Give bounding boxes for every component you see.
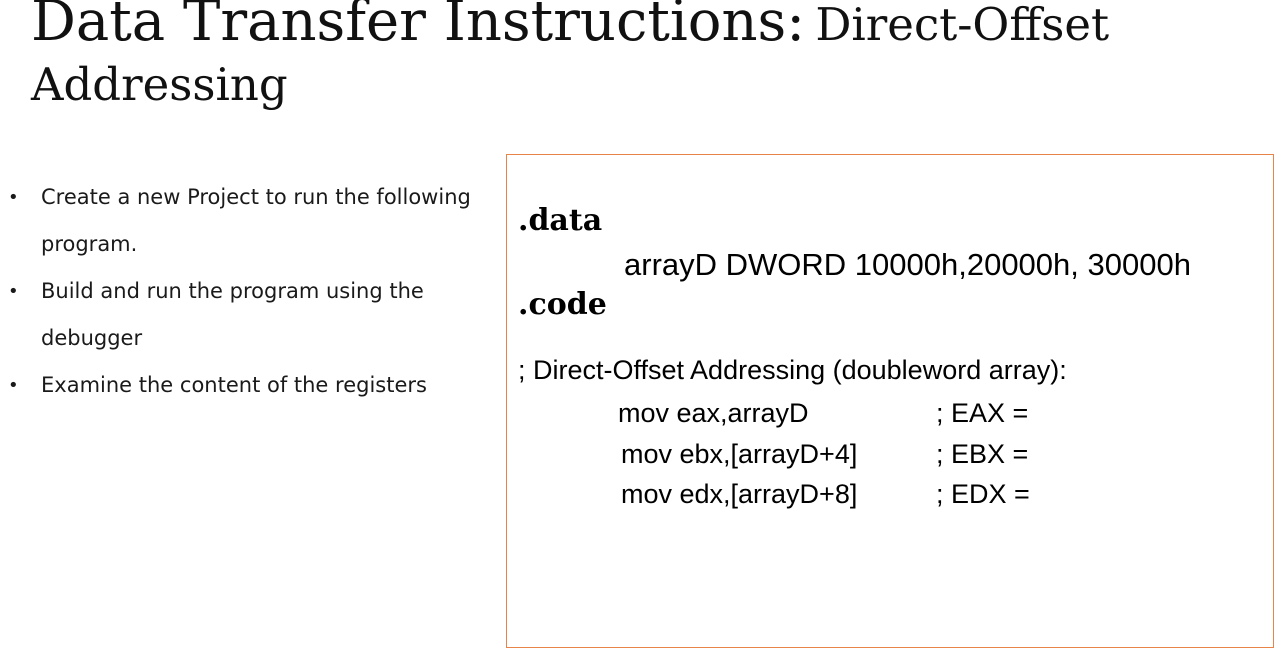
title-main: Data Transfer Instructions: [31, 0, 806, 54]
list-item-text: Examine the content of the registers [41, 373, 427, 397]
instruction-text: mov edx,[arrayD+8] [621, 479, 858, 509]
list-item: • Create a new Project to run the follow… [8, 174, 488, 268]
code-box: .data arrayD DWORD 10000h,20000h, 30000h… [506, 154, 1274, 648]
instruction-text: mov ebx,[arrayD+4] [621, 439, 858, 469]
register-comment: ; EBX = [936, 439, 1029, 469]
instruction-text: mov eax,arrayD [618, 398, 809, 428]
code-directive: .code [518, 287, 607, 322]
list-item: • Examine the content of the registers [8, 362, 488, 409]
code-comment: ; Direct-Offset Addressing (doubleword a… [518, 355, 1067, 385]
list-item: • Build and run the program using the de… [8, 268, 488, 362]
list-item-text: Create a new Project to run the followin… [41, 185, 471, 209]
title-subtitle: Direct-Offset [815, 0, 1110, 51]
register-comment: ; EDX = [936, 479, 1030, 509]
list-item-text-cont: debugger [41, 326, 143, 350]
slide-title: Data Transfer Instructions: Direct-Offse… [31, 0, 1261, 107]
list-item-text: Build and run the program using the [41, 279, 424, 303]
instruction-list: • Create a new Project to run the follow… [8, 174, 488, 409]
register-comment: ; EAX = [936, 398, 1029, 428]
array-declaration: arrayD DWORD 10000h,20000h, 30000h [624, 247, 1191, 282]
bullet-icon: • [8, 281, 19, 302]
data-directive: .data [518, 203, 603, 238]
bullet-icon: • [8, 375, 19, 396]
title-subtitle-line2: Addressing [31, 58, 288, 111]
list-item-text-cont: program. [41, 232, 138, 256]
bullet-icon: • [8, 187, 19, 208]
